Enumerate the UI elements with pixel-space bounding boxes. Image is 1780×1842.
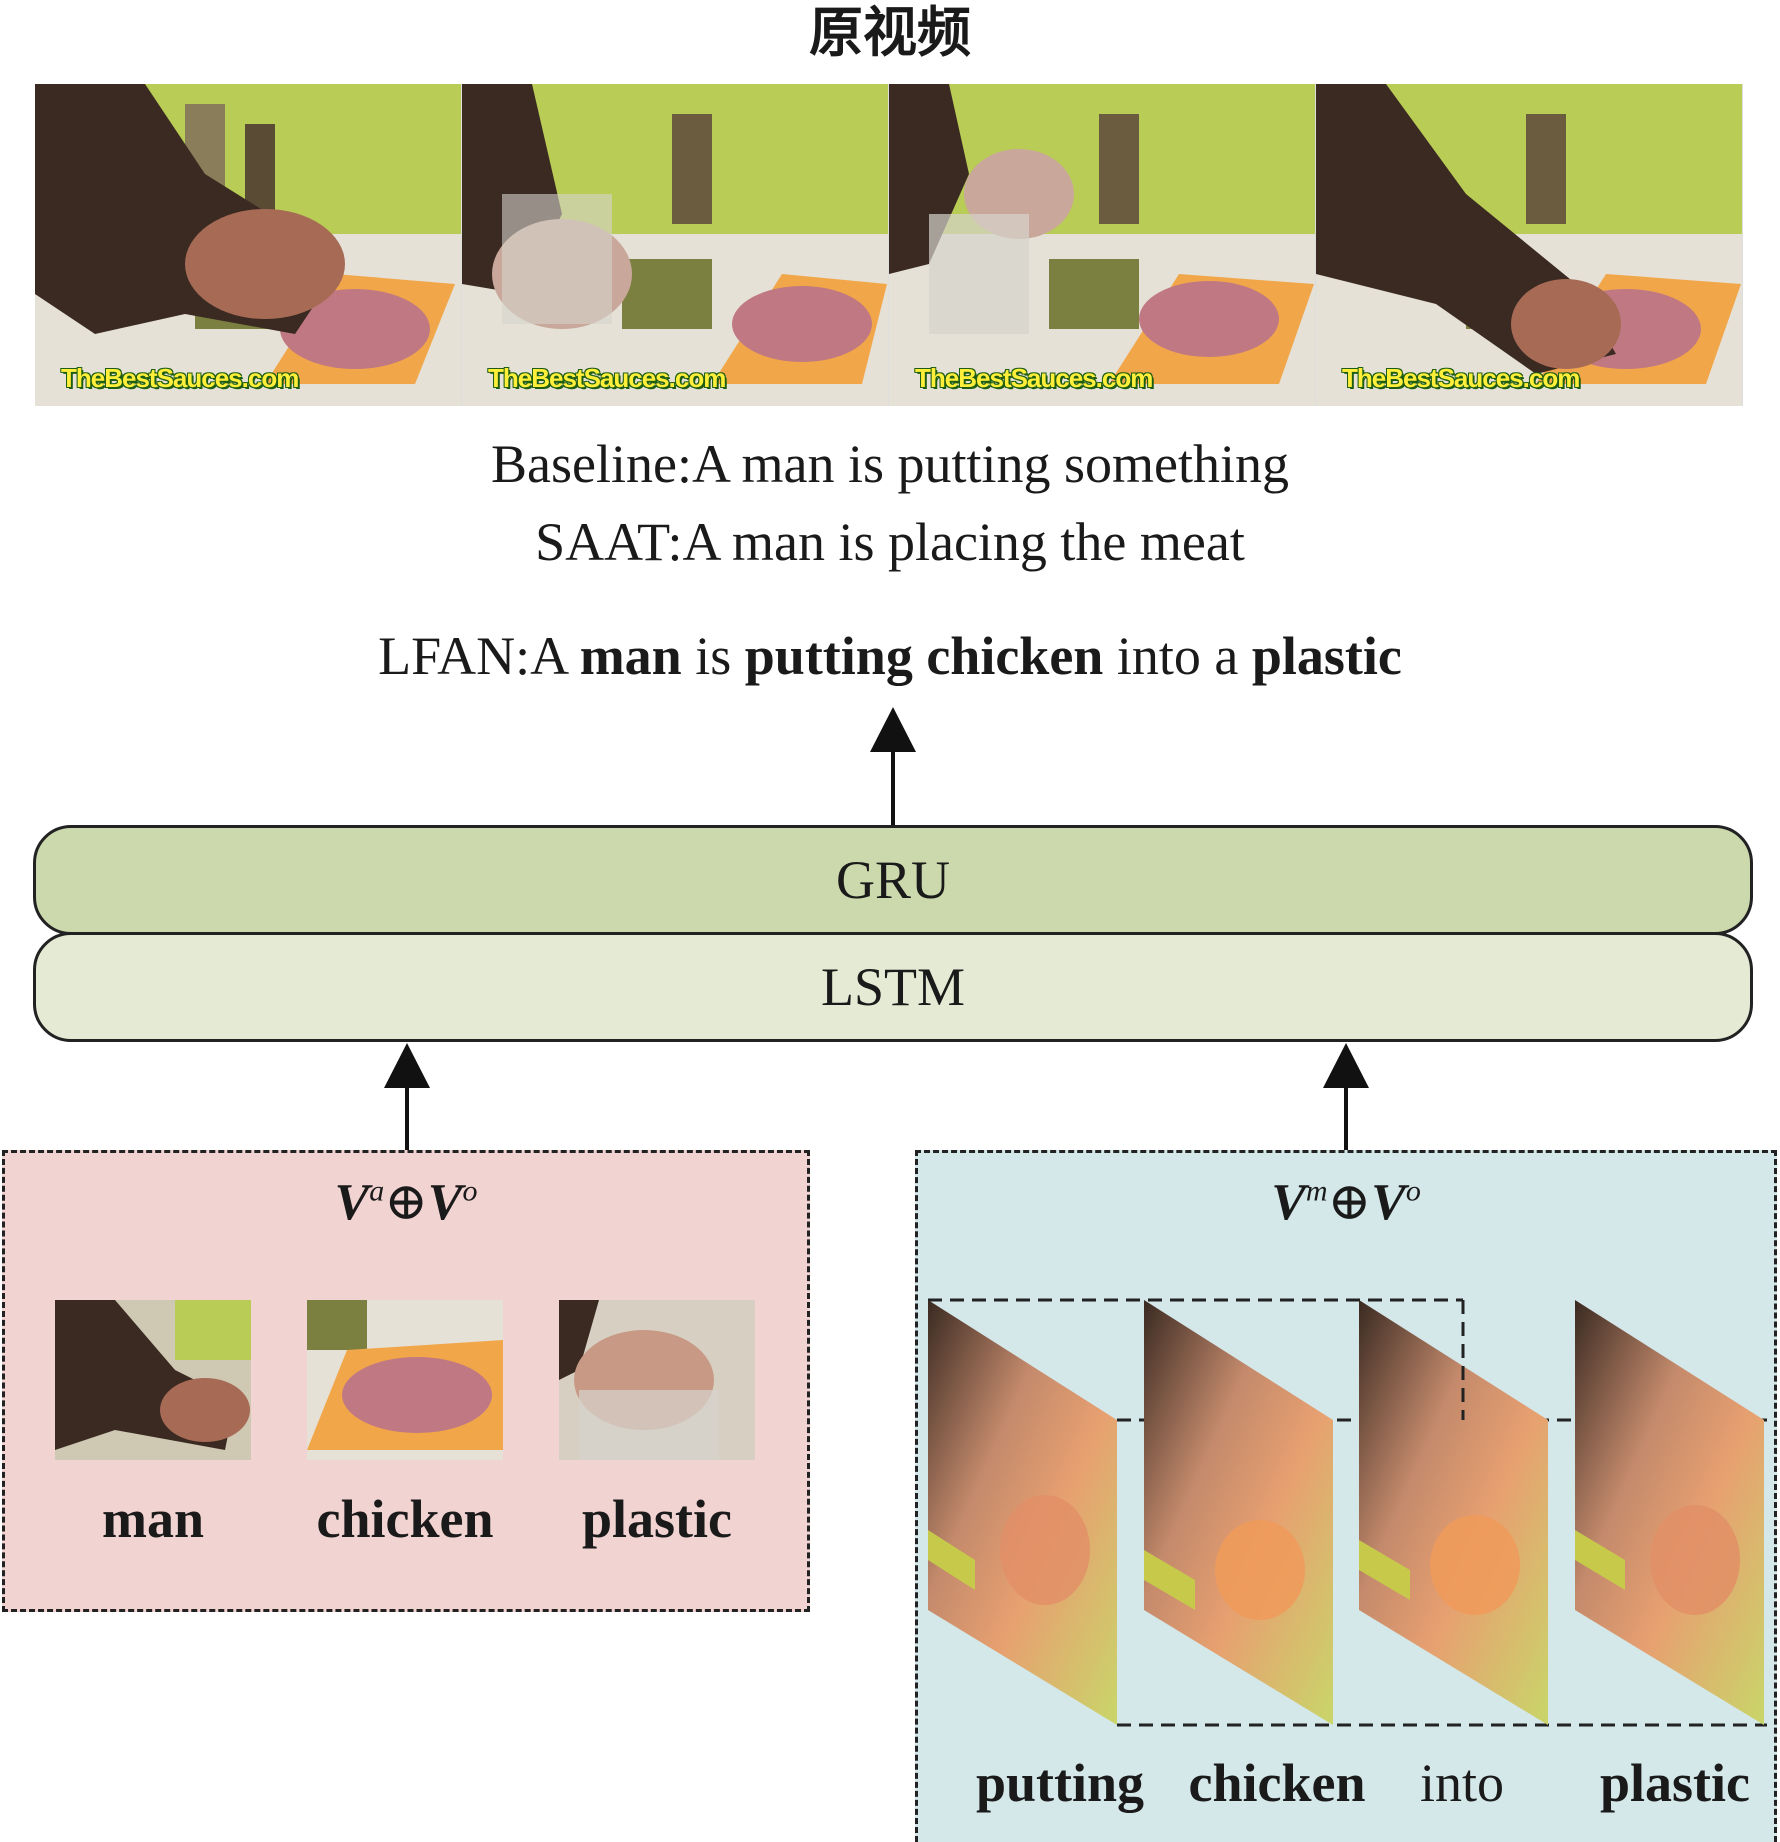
watermark: TheBestSauces.com [1342, 363, 1580, 393]
motion-label-into: into [1419, 1753, 1504, 1813]
object-formula: Va⊕Vo [334, 1174, 478, 1231]
lfan-word-man: man [579, 626, 682, 686]
arrowhead-caption [870, 707, 916, 752]
object-label-chicken: chicken [316, 1489, 494, 1549]
frame-image [35, 84, 461, 406]
motion-label-chicken: chicken [1188, 1753, 1366, 1813]
video-frame: TheBestSauces.com [35, 84, 462, 406]
motion-clip [928, 1300, 1117, 1725]
motion-label-putting: putting [975, 1753, 1145, 1813]
video-frame: TheBestSauces.com [1316, 84, 1743, 406]
object-label-plastic: plastic [581, 1489, 732, 1549]
lstm-layer: LSTM [33, 932, 1753, 1042]
motion-clip [1575, 1300, 1764, 1725]
watermark: TheBestSauces.com [61, 363, 299, 393]
motion-formula: Vm⊕Vo [1271, 1174, 1421, 1231]
oplus-symbol: ⊕ [384, 1174, 428, 1231]
page-title: 原视频 [809, 0, 971, 64]
arrowhead-objects [384, 1043, 430, 1088]
watermark: TheBestSauces.com [915, 363, 1153, 393]
lfan-word-plastic: plastic [1251, 626, 1402, 686]
arrowhead-motion [1323, 1043, 1369, 1088]
object-crop-man [55, 1300, 251, 1460]
oplus-symbol: ⊕ [1327, 1174, 1372, 1231]
object-label-man: man [101, 1489, 204, 1549]
video-frame: TheBestSauces.com [462, 84, 889, 406]
object-crop-chicken [307, 1300, 503, 1460]
lfan-words-putting-chicken: putting chicken [744, 626, 1104, 686]
video-frame: TheBestSauces.com [889, 84, 1316, 406]
frame-image [462, 84, 888, 406]
frame-image [1316, 84, 1742, 406]
saat-caption: SAAT:A man is placing the meat [535, 512, 1245, 572]
frame-image [889, 84, 1315, 406]
lfan-words-into-a: into a [1103, 626, 1252, 686]
motion-clip [1144, 1300, 1333, 1725]
lfan-word-is: is [681, 626, 745, 686]
baseline-caption: Baseline:A man is putting something [491, 434, 1289, 494]
motion-clip [1359, 1300, 1548, 1725]
gru-layer: GRU [33, 825, 1753, 935]
lfan-caption: LFAN:A man is putting chicken into a pla… [0, 624, 1780, 688]
object-crop-plastic [559, 1300, 755, 1460]
motion-clip-stack [928, 1298, 1767, 1727]
watermark: TheBestSauces.com [488, 363, 726, 393]
motion-label-plastic: plastic [1599, 1753, 1750, 1813]
video-frame-strip: TheBestSauces.com TheBestSauces.com [35, 84, 1743, 406]
lfan-prefix: LFAN:A [378, 626, 580, 686]
